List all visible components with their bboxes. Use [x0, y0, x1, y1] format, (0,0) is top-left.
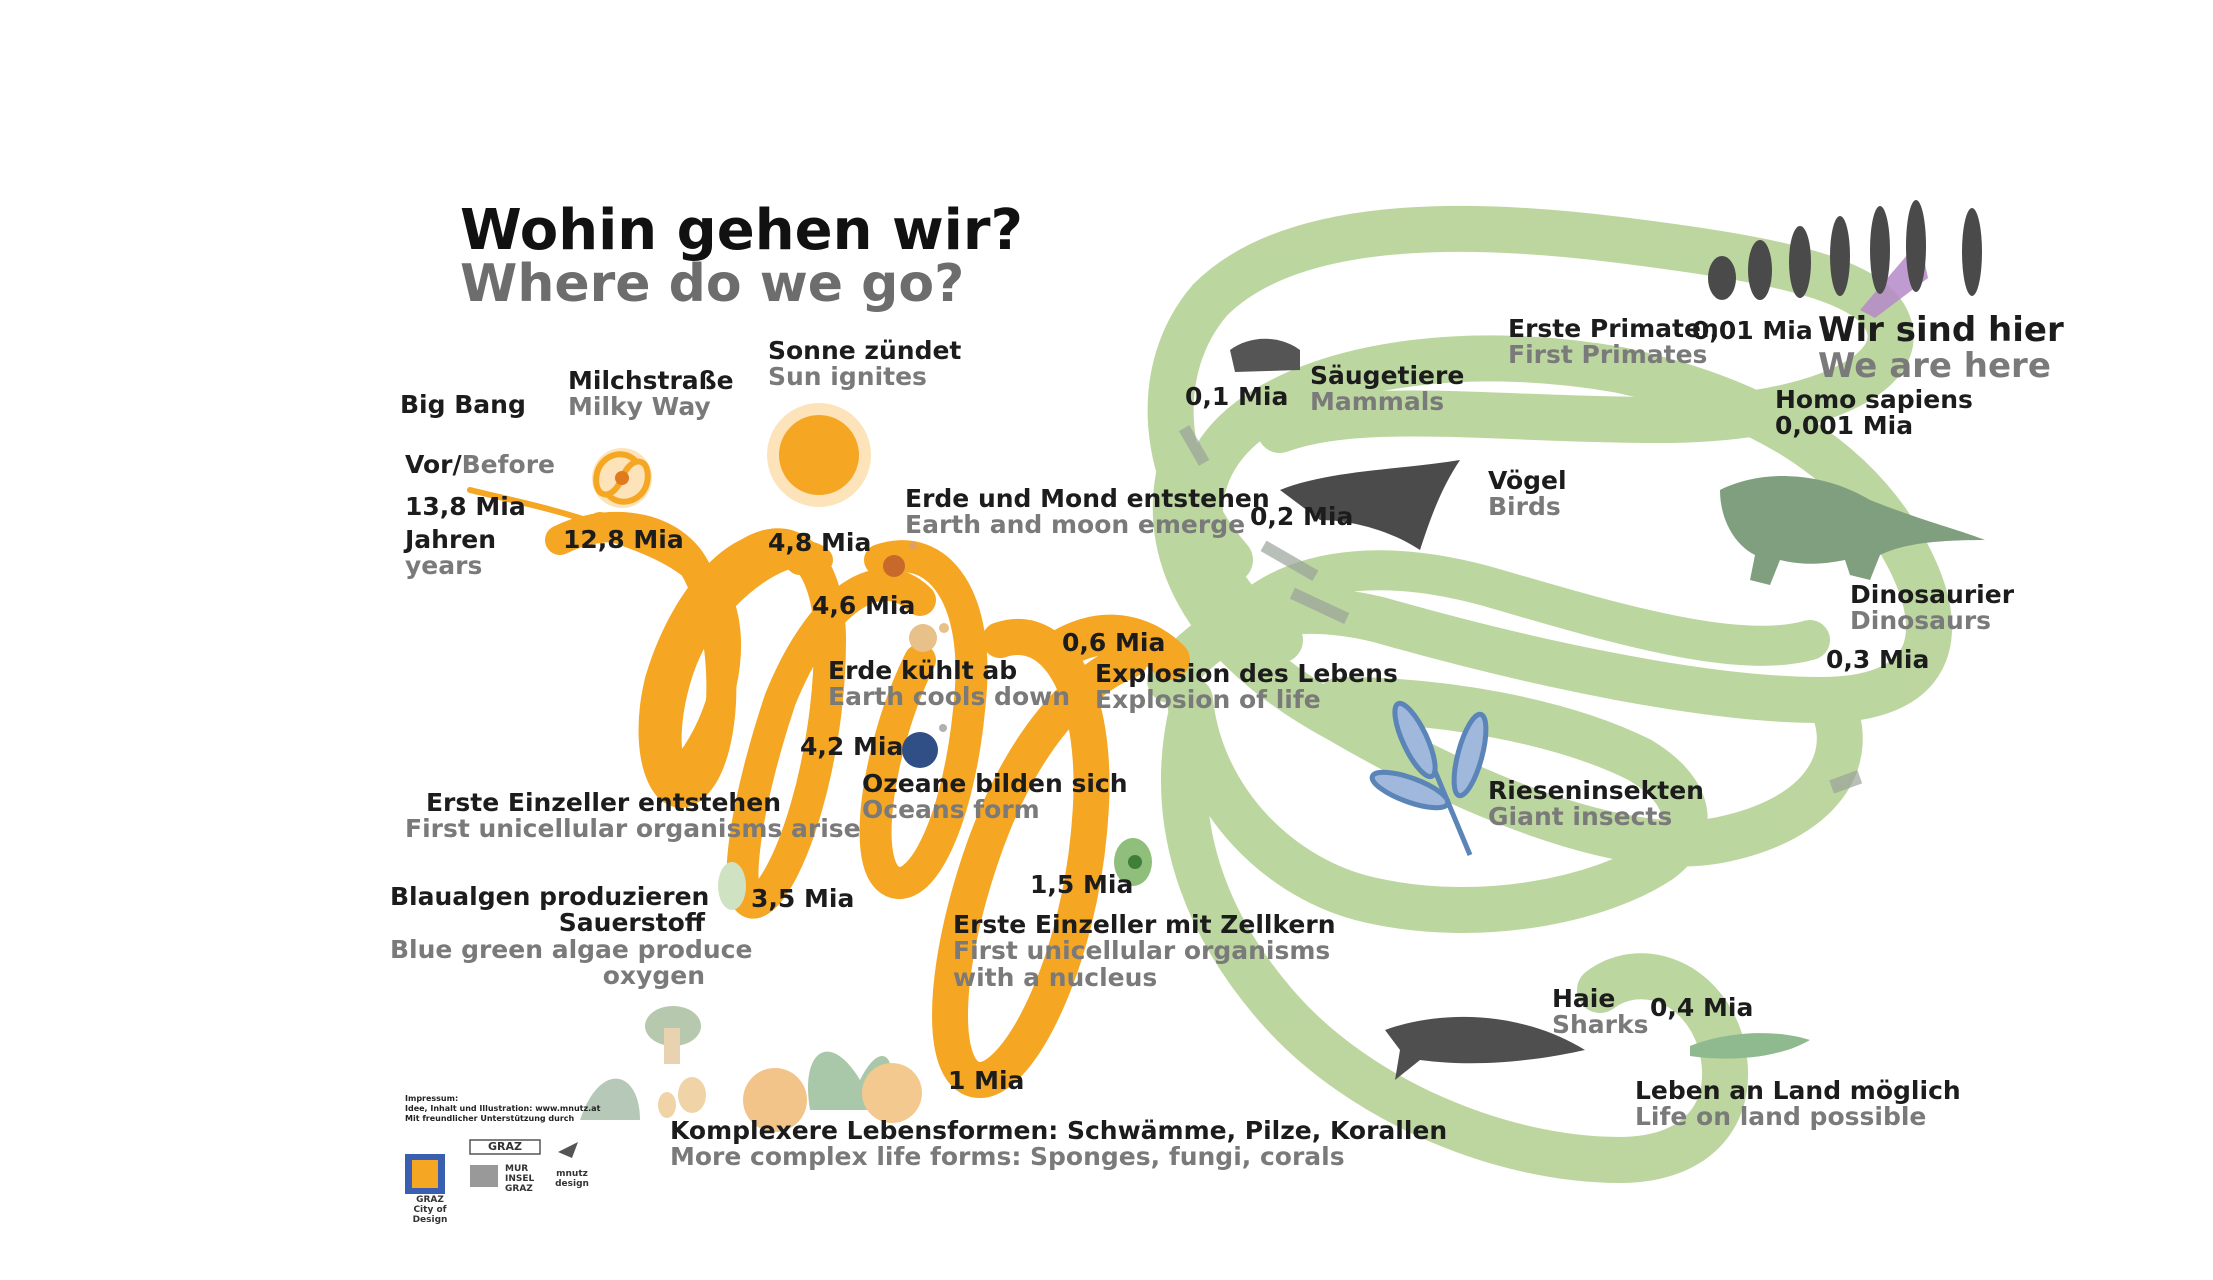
complex-life-icons [580, 1006, 922, 1132]
bird-icon [1280, 460, 1460, 550]
earth-cooling-icon [909, 624, 937, 652]
impressum: Impressum: Idee, Inhalt und Illustration… [405, 1094, 601, 1123]
mia-sun: 4,8 Mia [768, 528, 872, 557]
mia-birds: 0,2 Mia [1250, 502, 1354, 531]
mammal-icon [1230, 338, 1300, 372]
mia-earth-cools: 4,2 Mia [800, 732, 904, 761]
label-big-bang: Big Bang [400, 390, 526, 419]
mia-land: 0,4 Mia [1650, 993, 1754, 1022]
logo-graz-design: GRAZ City of Design [412, 1195, 448, 1225]
mia-big-bang: 13,8 Mia [405, 492, 526, 521]
label-here-german: Wir sind hier [1818, 310, 2064, 350]
nucleus-cell-icon [1114, 838, 1152, 886]
amphibian-icon [1690, 1033, 1810, 1059]
mia-explosion: 0,6 Mia [1062, 628, 1166, 657]
sponsor-logos [405, 1139, 578, 1194]
algae-icon [718, 862, 746, 910]
galaxy-icon [592, 448, 652, 508]
evolution-icons [1708, 200, 1982, 300]
sun-icon [767, 403, 871, 507]
dinosaur-icon [1720, 476, 1985, 585]
label-before: Vor/Before [405, 450, 555, 479]
orange-spiral-loop-3 [724, 528, 936, 919]
shark-icon [1385, 1016, 1585, 1080]
dragonfly-icon [1369, 700, 1489, 856]
orange-spiral-loop-5 [932, 619, 1148, 1098]
green-spiral-lower-loop [1167, 677, 1708, 934]
label-complex-life: Komplexere Lebensformen: Schwämme, Pilze… [670, 1116, 1448, 1172]
ocean-earth-icon [902, 732, 938, 768]
mia-mammals: 0,1 Mia [1185, 382, 1289, 411]
mia-dinosaurs: 0,3 Mia [1826, 645, 1930, 674]
orange-spiral-loop-2 [545, 511, 815, 808]
mia-nucleus: 1,5 Mia [1030, 870, 1134, 899]
mia-unicellular: 3,5 Mia [751, 884, 855, 913]
label-homo-sapiens: Homo sapiens 0,001 Mia [1775, 385, 1973, 441]
green-spiral-inner [1220, 550, 1830, 666]
mia-primates: 0,01 Mia [1692, 316, 1813, 345]
title-english: Where do we go? [460, 254, 965, 314]
logo-graz: GRAZ [488, 1140, 522, 1153]
label-here-english: We are here [1818, 346, 2051, 386]
green-spiral-mid-loop [1152, 447, 1863, 867]
mia-milky-way: 12,8 Mia [563, 525, 684, 554]
earth-moon-icon [883, 555, 905, 577]
orange-spiral-loop-6 [1040, 614, 1190, 680]
title-german: Wohin gehen wir? [460, 198, 1023, 263]
orange-spiral-loop-4 [859, 540, 988, 899]
mia-complex: 1 Mia [948, 1066, 1025, 1095]
mia-earth-moon: 4,6 Mia [812, 591, 916, 620]
green-spiral-outer [1147, 335, 1952, 723]
green-spiral-bottom-tail [1161, 697, 1748, 1183]
